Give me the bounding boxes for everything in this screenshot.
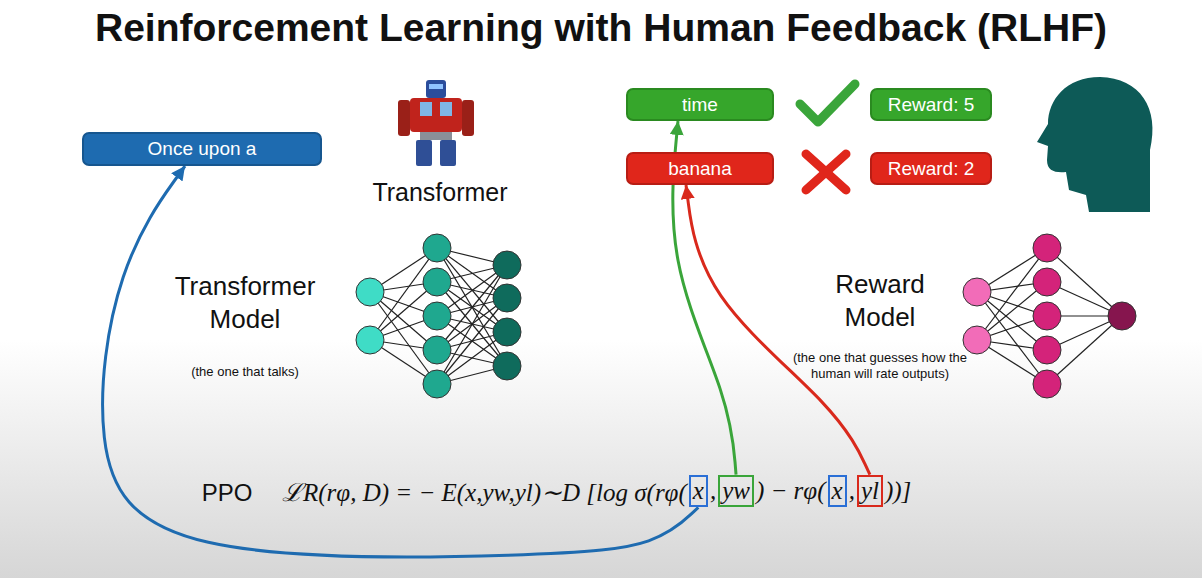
node-text: x (693, 477, 704, 504)
model-caption: Transformer (340, 177, 540, 208)
token-box: time (626, 88, 774, 121)
formula-text: ℒR(rφ, D) = − E(x,yw,yl)∼D [log σ(rφ( (282, 474, 687, 508)
formula-text: ) − rφ( (756, 477, 826, 505)
formula-text: , (710, 477, 716, 505)
slide-title: Reinforcement Learning with Human Feedba… (0, 6, 1202, 50)
reward-box: Reward: 2 (870, 152, 992, 185)
neural-networks (356, 234, 1136, 398)
token-box: banana (626, 152, 774, 185)
background-gradient (0, 340, 1202, 578)
formula-text: ))] (885, 477, 911, 505)
reward-box: Reward: 5 (870, 88, 992, 121)
check-mark (800, 84, 855, 122)
formula-term: yw (718, 475, 754, 508)
model-note: (the one that guesses how the human will… (780, 350, 980, 383)
transformer-network (356, 234, 521, 398)
model-name: Transformer Model (155, 270, 335, 335)
human-head (1037, 77, 1153, 212)
model-note: (the one that talks) (145, 364, 345, 380)
formula-term: x (689, 475, 708, 508)
node-text: yl (861, 477, 879, 504)
node-text: Reward: 2 (888, 158, 975, 180)
formula-text: , (849, 477, 855, 505)
robot-picture (398, 80, 474, 166)
curved-arrow (103, 166, 699, 557)
node-text: yw (722, 477, 750, 504)
node-text: x (832, 477, 843, 504)
formula-term: x (828, 475, 847, 508)
method-name: PPO (192, 478, 262, 508)
cross-mark (806, 154, 846, 190)
model-name: Reward Model (805, 268, 955, 333)
node-text: time (682, 94, 718, 116)
node-text: banana (668, 158, 731, 180)
formula-term: yl (857, 475, 883, 508)
node-text: Once upon a (148, 138, 257, 160)
reward-network (963, 234, 1136, 398)
loss-formula: ℒR(rφ, D) = − E(x,yw,yl)∼D [log σ(rφ(, ) … (282, 474, 911, 508)
token-box: Once upon a (82, 132, 322, 166)
node-text: Reward: 5 (888, 94, 975, 116)
curved-arrow (686, 185, 870, 475)
